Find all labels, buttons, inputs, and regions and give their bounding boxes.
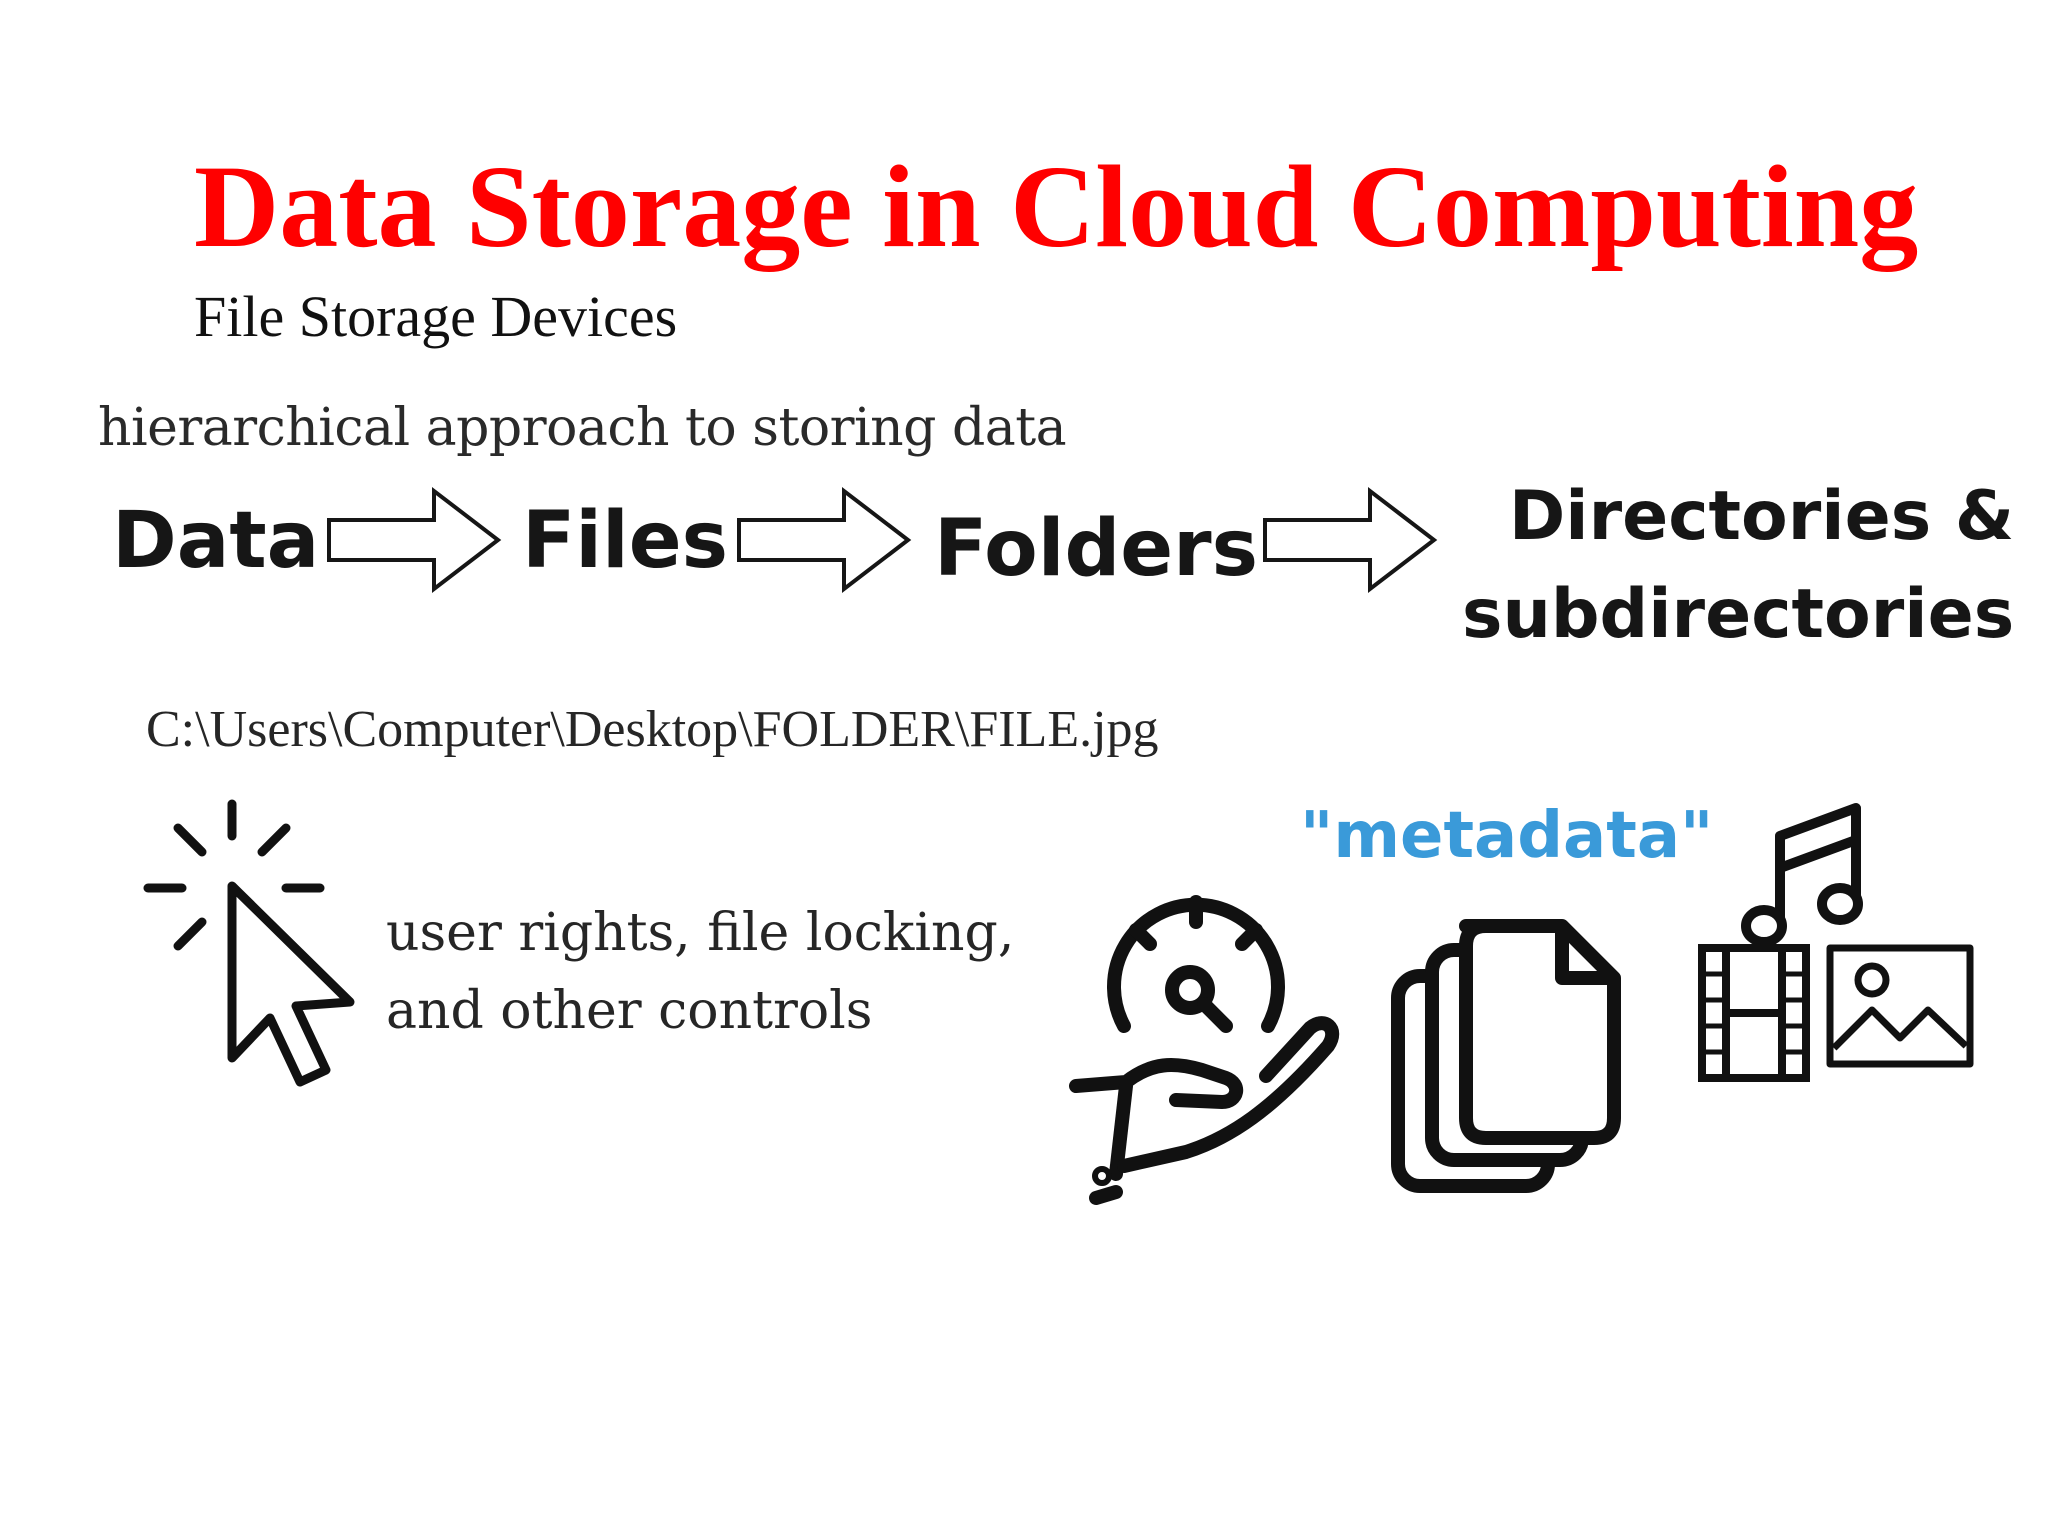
right-arrow-icon (327, 486, 502, 594)
controls-text-line2: and other controls (386, 981, 873, 1041)
right-arrow-icon (1263, 486, 1438, 594)
hand-dashboard-icon (1069, 895, 1340, 1205)
path-example: C:\Users\Computer\Desktop\FOLDER\FILE.jp… (146, 701, 1159, 758)
slide-subtitle: File Storage Devices (194, 284, 678, 349)
slide-title: Data Storage in Cloud Computing (194, 141, 1919, 272)
picture-icon (1826, 944, 1974, 1068)
flow-step-data: Data (112, 496, 320, 586)
flow-step-files: Files (522, 496, 729, 586)
controls-text: user rights, file locking, and other con… (386, 894, 1014, 1050)
music-note-icon (1741, 803, 1863, 947)
flow-step-directories: Directories & subdirectories (1462, 468, 2014, 664)
flow-step-folders: Folders (934, 504, 1259, 594)
film-strip-icon (1698, 944, 1810, 1082)
controls-text-line1: user rights, file locking, (386, 903, 1015, 963)
right-arrow-icon (737, 486, 912, 594)
hierarchy-caption: hierarchical approach to storing data (98, 398, 1067, 458)
click-cursor-icon (143, 799, 355, 1087)
flow-step-directories-line2: subdirectories (1462, 575, 2015, 654)
metadata-label: "metadata" (1300, 799, 1714, 873)
flow-step-directories-line1: Directories & (1508, 477, 2015, 556)
documents-stack-icon (1391, 919, 1621, 1193)
